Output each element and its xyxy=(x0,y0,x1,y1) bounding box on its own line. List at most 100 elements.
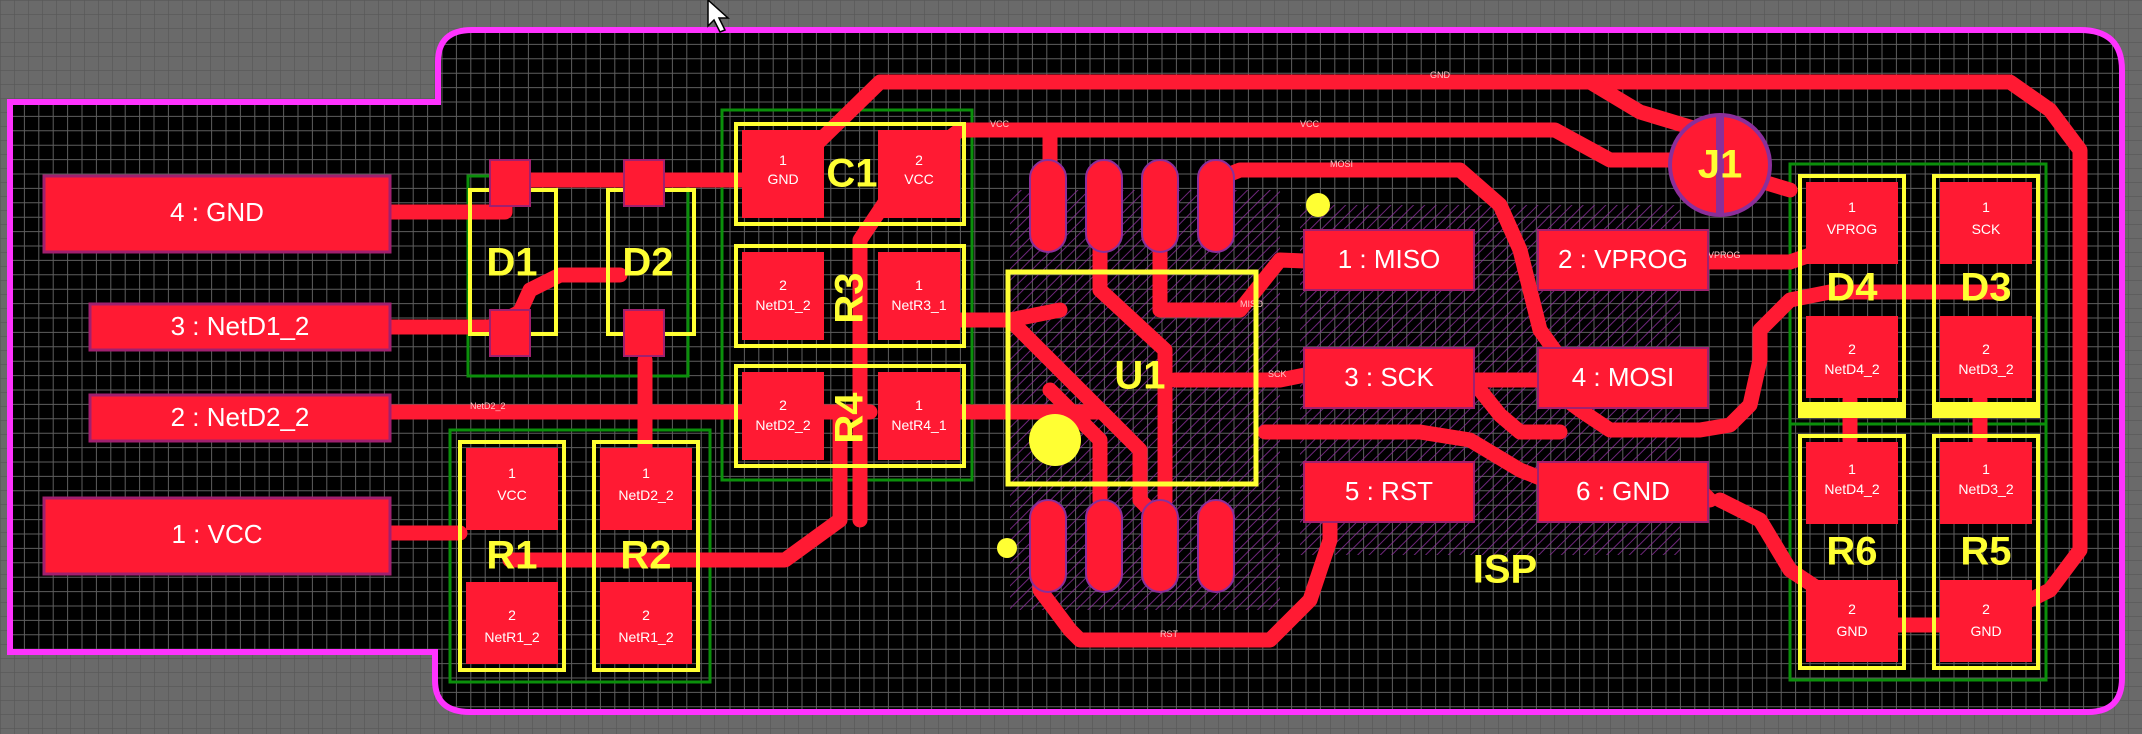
net-labels: GND VCC VCC MOSI MISO SCK RST VPROG NetD… xyxy=(470,70,1741,639)
r2-pin2-number: 2 xyxy=(642,607,650,623)
resistor-r3[interactable]: 2 NetD1_2 1 NetR3_1 R3 xyxy=(734,244,966,348)
d3-pin1-net: SCK xyxy=(1972,221,2001,237)
c1-pin2-net: VCC xyxy=(904,171,934,187)
usb-pad-netd2[interactable] xyxy=(88,393,392,443)
isp-pad-2[interactable] xyxy=(1537,229,1709,291)
d3-pin2-net: NetD3_2 xyxy=(1958,361,2013,377)
usb-pad-netd1-label: 3 : NetD1_2 xyxy=(171,311,310,341)
r4-pin1-net: NetR4_1 xyxy=(891,417,946,433)
led-d3[interactable]: 1 SCK 2 NetD3_2 D3 xyxy=(1932,174,2040,418)
isp-refdes: ISP xyxy=(1473,548,1537,592)
u1-refdes: U1 xyxy=(1114,354,1165,398)
isp-pad-1-label: 1 : MISO xyxy=(1338,244,1441,274)
mouse-cursor-icon xyxy=(707,0,730,33)
r1-pin2-number: 2 xyxy=(508,607,516,623)
usb-pad-vcc[interactable] xyxy=(42,496,392,576)
d2-refdes: D2 xyxy=(622,241,673,285)
board-outline xyxy=(7,27,2125,715)
d1-refdes: D1 xyxy=(486,241,537,285)
r1-pin1-net: VCC xyxy=(497,487,527,503)
r1-pin2-net: NetR1_2 xyxy=(484,629,539,645)
net-label-rst: RST xyxy=(1160,629,1179,639)
c1-refdes: C1 xyxy=(826,152,877,196)
isp-pad-2-label: 2 : VPROG xyxy=(1558,244,1688,274)
isp-pad-3[interactable] xyxy=(1303,347,1475,409)
isp-pad-1[interactable] xyxy=(1303,229,1475,291)
r3-pin1-number: 1 xyxy=(915,277,923,293)
usb-pad-gnd[interactable] xyxy=(42,174,392,254)
r4-pin1-number: 1 xyxy=(915,397,923,413)
j1-refdes: J1 xyxy=(1698,143,1743,187)
isp-pad-6-label: 6 : GND xyxy=(1576,476,1670,506)
d3-pin1-number: 1 xyxy=(1982,199,1990,215)
r3-pin2-net: NetD1_2 xyxy=(755,297,810,313)
isp-pad-3-label: 3 : SCK xyxy=(1344,362,1434,392)
led-d4[interactable]: 1 VPROG 2 NetD4_2 D4 xyxy=(1798,174,1906,418)
r2-refdes: R2 xyxy=(620,534,671,578)
d3-refdes: D3 xyxy=(1960,266,2011,310)
usb-pad-gnd-label: 4 : GND xyxy=(170,197,264,227)
d4-pin2-number: 2 xyxy=(1848,341,1856,357)
r6-pin1-net: NetD4_2 xyxy=(1824,481,1879,497)
net-label-vprog: VPROG xyxy=(1708,250,1741,260)
r3-pin2-number: 2 xyxy=(779,277,787,293)
r6-pin2-net: GND xyxy=(1836,623,1867,639)
usb-pad-netd1[interactable] xyxy=(88,302,392,352)
jumper-j1[interactable]: J1 xyxy=(1668,113,1772,217)
c1-pin1-net: GND xyxy=(767,171,798,187)
isp-pad-6[interactable] xyxy=(1537,461,1709,523)
isp-pin1-dot xyxy=(1306,193,1330,217)
ic-u1[interactable]: U1 xyxy=(997,159,1259,593)
resistor-r1[interactable]: 1 VCC 2 NetR1_2 R1 xyxy=(458,440,566,672)
r6-refdes: R6 xyxy=(1826,530,1877,574)
r5-pin2-number: 2 xyxy=(1982,601,1990,617)
c1-pin2-number: 2 xyxy=(915,152,923,168)
r6-pin1-number: 1 xyxy=(1848,461,1856,477)
r5-pin1-net: NetD3_2 xyxy=(1958,481,2013,497)
capacitor-c1[interactable]: 1 GND 2 VCC C1 xyxy=(734,122,966,226)
isp-pad-4[interactable] xyxy=(1537,347,1709,409)
net-label-gnd: GND xyxy=(1430,70,1451,80)
r4-pin2-net: NetD2_2 xyxy=(755,417,810,433)
r1-refdes: R1 xyxy=(486,534,537,578)
resistor-r2[interactable]: 1 NetD2_2 2 NetR1_2 R2 xyxy=(592,440,700,672)
r1-pin1-number: 1 xyxy=(508,465,516,481)
d4-pin1-net: VPROG xyxy=(1827,221,1878,237)
r5-pin2-net: GND xyxy=(1970,623,2001,639)
isp-pad-5-label: 5 : RST xyxy=(1345,476,1433,506)
usb-pad-netd2-label: 2 : NetD2_2 xyxy=(171,402,310,432)
net-label-miso: MISO xyxy=(1240,299,1263,309)
isp-header[interactable]: 1 : MISO 2 : VPROG 3 : SCK 4 : MOSI 5 : … xyxy=(1303,193,1709,592)
r2-pin1-net: NetD2_2 xyxy=(618,487,673,503)
usb-pad-vcc-label: 1 : VCC xyxy=(171,519,262,549)
d4-refdes: D4 xyxy=(1826,266,1878,310)
isp-pad-4-label: 4 : MOSI xyxy=(1572,362,1675,392)
resistor-r6[interactable]: 1 NetD4_2 2 GND R6 xyxy=(1798,434,1906,670)
r5-pin1-number: 1 xyxy=(1982,461,1990,477)
r5-refdes: R5 xyxy=(1960,530,2011,574)
net-label-sck: SCK xyxy=(1268,369,1287,379)
diode-d2[interactable]: D2 xyxy=(606,159,696,357)
net-label-mosi: MOSI xyxy=(1330,159,1353,169)
r2-pin2-net: NetR1_2 xyxy=(618,629,673,645)
c1-pin1-number: 1 xyxy=(779,152,787,168)
isp-pad-5[interactable] xyxy=(1303,461,1475,523)
d4-pin1-number: 1 xyxy=(1848,199,1856,215)
d4-pin2-net: NetD4_2 xyxy=(1824,361,1879,377)
r3-refdes: R3 xyxy=(828,272,872,323)
net-label-netd2: NetD2_2 xyxy=(470,401,506,411)
r4-refdes: R4 xyxy=(828,392,872,444)
resistor-r4[interactable]: 2 NetD2_2 1 NetR4_1 R4 xyxy=(734,364,966,468)
r6-pin2-number: 2 xyxy=(1848,601,1856,617)
r3-pin1-net: NetR3_1 xyxy=(891,297,946,313)
r2-pin1-number: 1 xyxy=(642,465,650,481)
diode-d1[interactable]: D1 xyxy=(468,159,558,357)
net-label-vcc: VCC xyxy=(990,119,1010,129)
u1-pin1-marker xyxy=(1029,414,1081,466)
r4-pin2-number: 2 xyxy=(779,397,787,413)
u1-corner-dot xyxy=(997,538,1017,558)
resistor-r5[interactable]: 1 NetD3_2 2 GND R5 xyxy=(1932,434,2040,670)
net-label-vcc-2: VCC xyxy=(1300,119,1320,129)
usb-connector: 4 : GND 3 : NetD1_2 2 : NetD2_2 1 : VCC xyxy=(42,174,392,576)
